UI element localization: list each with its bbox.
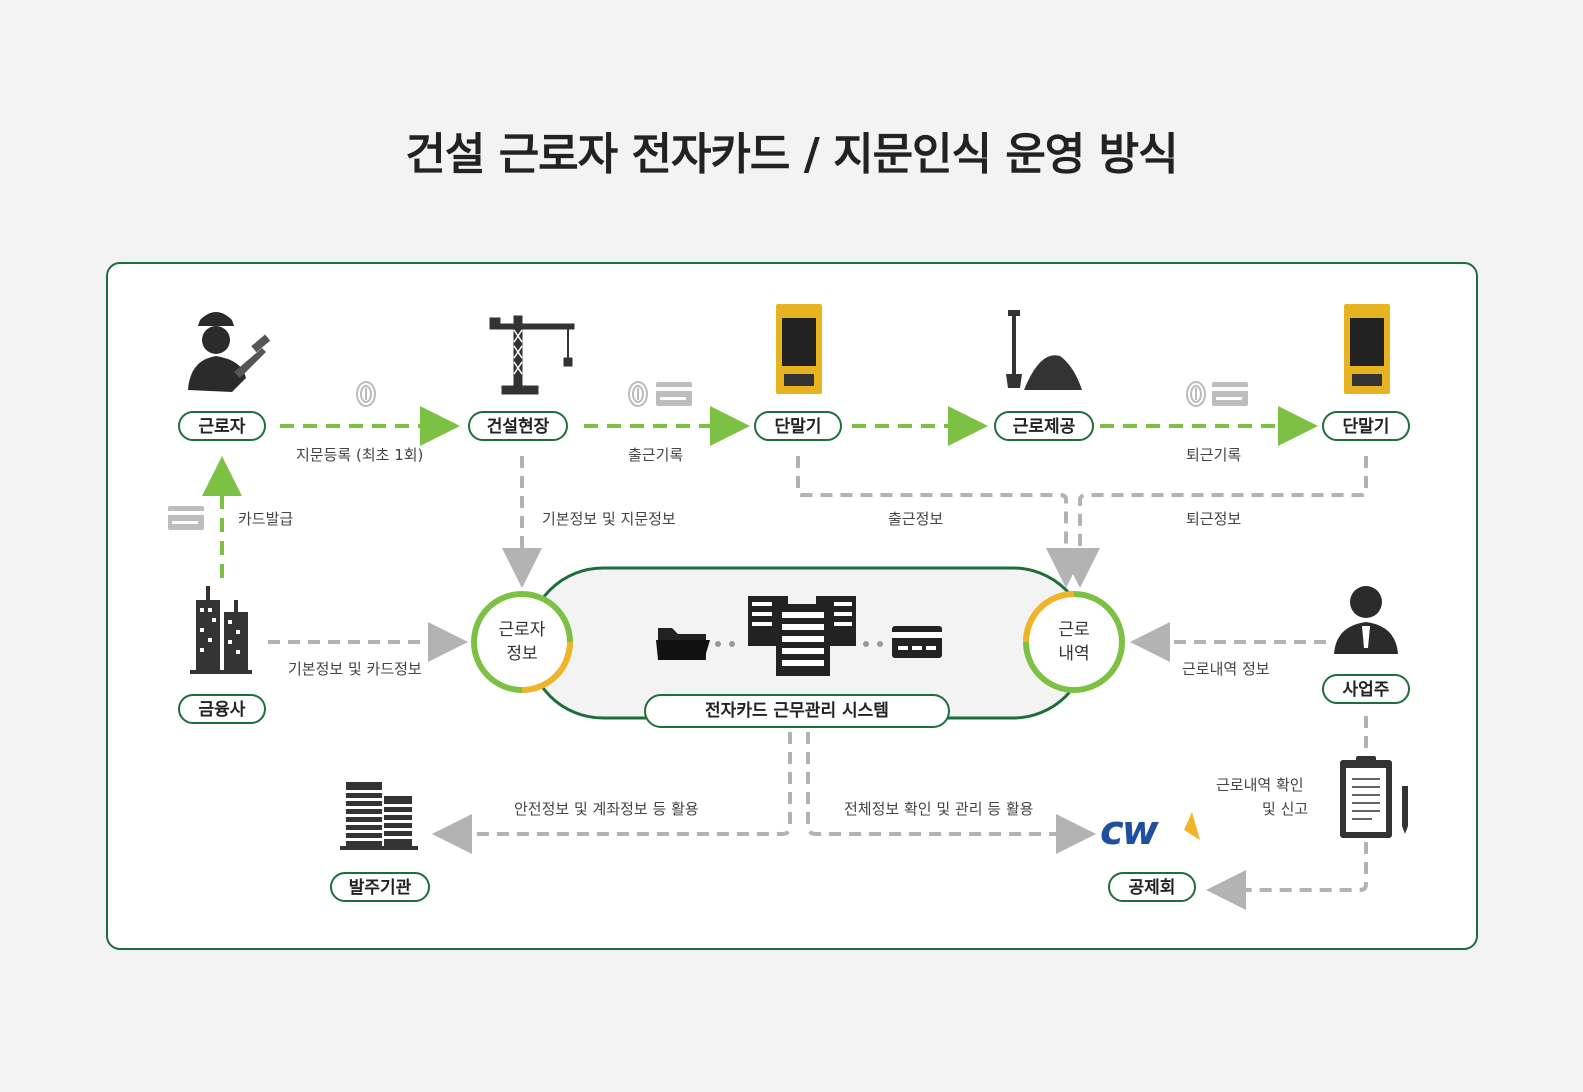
node-site: 건설현장 xyxy=(468,411,568,441)
label-work-history-confirm-1: 근로내역 확인 xyxy=(1216,776,1304,794)
shovel-pile-icon xyxy=(1006,310,1082,390)
agency-building-icon xyxy=(340,782,418,850)
clipboard-icon xyxy=(1340,756,1408,838)
label-safety-account: 안전정보 및 계좌정보 등 활용 xyxy=(514,800,699,818)
label-work-history-confirm-2: 및 신고 xyxy=(1262,800,1309,818)
label-checkout-record: 퇴근기록 xyxy=(1186,446,1242,464)
node-bank: 금융사 xyxy=(178,694,266,724)
node-employer: 사업주 xyxy=(1322,674,1410,704)
label-checkout-info: 퇴근정보 xyxy=(1186,510,1242,528)
work-history-text: 근로 내역 xyxy=(1034,618,1114,666)
worker-info-line-1: 근로자 xyxy=(498,620,546,640)
small-card-icon-1 xyxy=(656,382,692,406)
system-name: 전자카드 근무관리 시스템 xyxy=(644,694,950,728)
fingerprint-icon-1 xyxy=(356,381,376,407)
cw-logo-accent-icon xyxy=(1184,812,1200,840)
work-history-circle xyxy=(1023,591,1125,693)
label-work-history-info: 근로내역 정보 xyxy=(1182,660,1270,678)
fingerprint-icon-2 xyxy=(628,381,648,407)
label-checkin-record: 출근기록 xyxy=(628,446,684,464)
label-overall-manage: 전체정보 확인 및 관리 등 활용 xyxy=(844,800,1034,818)
node-work: 근로제공 xyxy=(994,411,1094,441)
worker-info-text: 근로자 정보 xyxy=(482,618,562,666)
terminal-icon-1 xyxy=(776,304,822,394)
folder-icon xyxy=(656,628,710,660)
fingerprint-icon-3 xyxy=(1186,381,1206,407)
worker-info-line-2: 정보 xyxy=(506,644,538,664)
node-client: 발주기관 xyxy=(330,872,430,902)
employer-icon xyxy=(1334,586,1398,654)
cw-logo: cw xyxy=(1100,808,1159,854)
label-basic-card: 기본정보 및 카드정보 xyxy=(288,660,422,678)
work-history-line-2: 내역 xyxy=(1058,644,1090,664)
gray-flows xyxy=(268,456,1368,910)
worker-icon xyxy=(188,312,271,392)
terminal-icon-2 xyxy=(1344,304,1390,394)
connector-dots xyxy=(715,641,883,647)
small-card-icon-3 xyxy=(168,506,204,530)
green-flows xyxy=(202,406,1318,578)
label-checkin-info: 출근정보 xyxy=(888,510,944,528)
work-history-line-1: 근로 xyxy=(1058,620,1090,640)
node-union: 공제회 xyxy=(1108,872,1196,902)
crane-icon xyxy=(489,315,575,395)
page-title: 건설 근로자 전자카드 / 지문인식 운영 방식 xyxy=(405,129,1178,180)
node-terminal-2: 단말기 xyxy=(1322,411,1410,441)
label-card-issue: 카드발급 xyxy=(238,510,294,528)
bank-buildings-icon xyxy=(190,586,252,674)
card-icon xyxy=(892,626,942,658)
worker-info-circle xyxy=(471,591,573,693)
node-terminal-1: 단말기 xyxy=(754,411,842,441)
label-fingerprint-register: 지문등록 (최초 1회) xyxy=(296,446,424,464)
server-icon xyxy=(748,596,856,676)
small-card-icon-2 xyxy=(1212,382,1248,406)
node-worker: 근로자 xyxy=(178,411,266,441)
label-basic-fingerprint: 기본정보 및 지문정보 xyxy=(542,510,676,528)
